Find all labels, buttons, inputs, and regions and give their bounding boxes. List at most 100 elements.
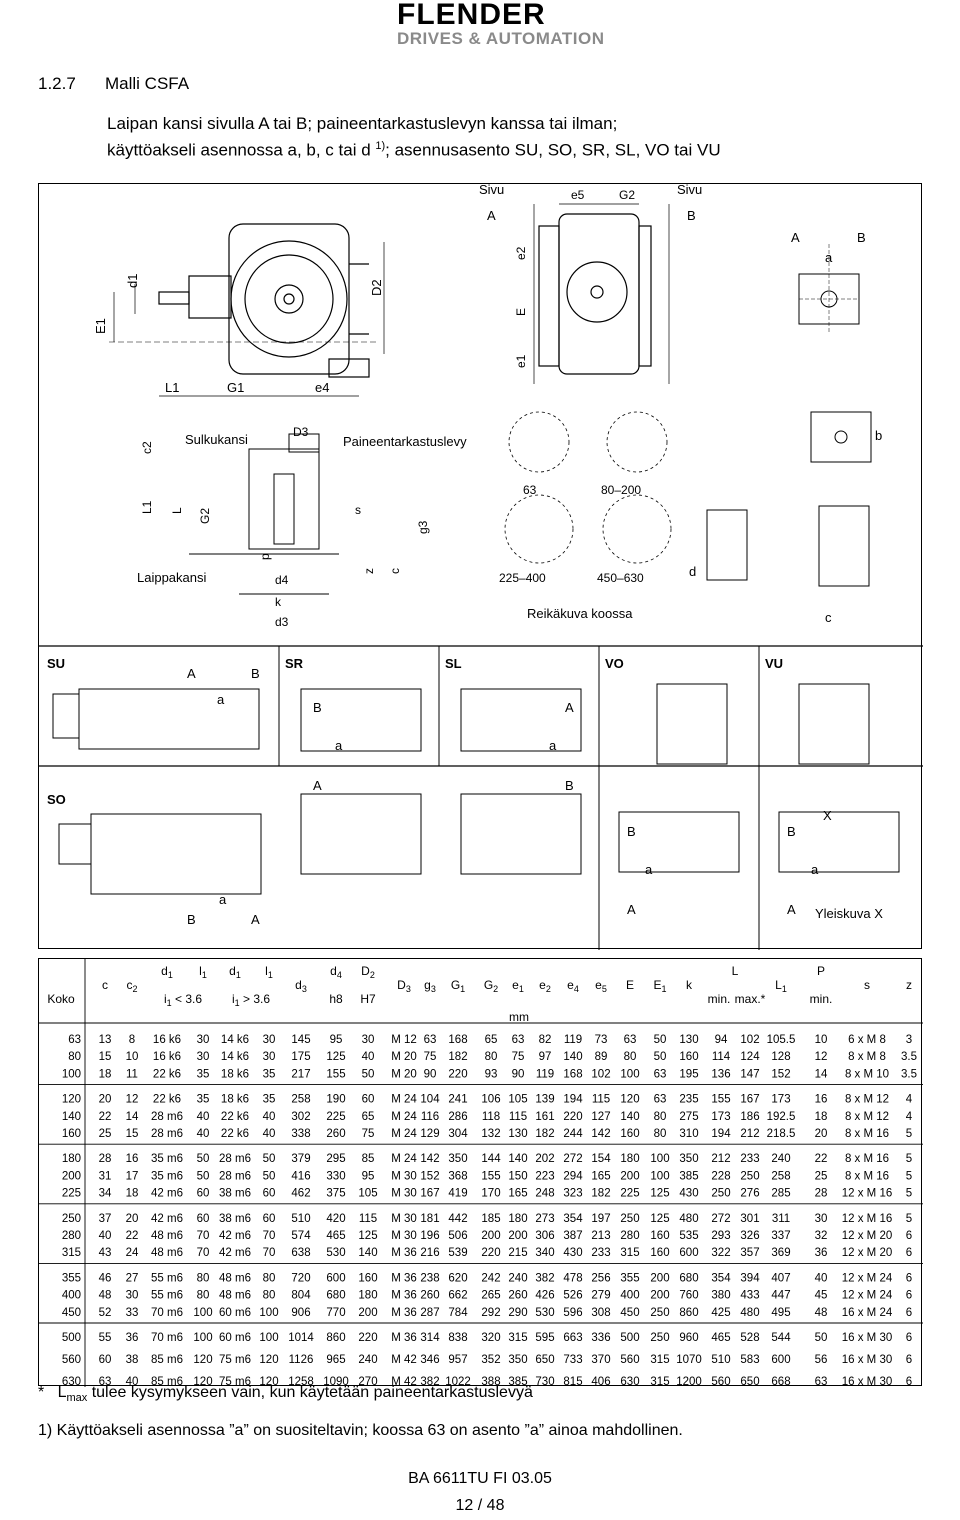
cell-3-2-26: 6 xyxy=(906,1247,912,1259)
cell-1-2-16: 244 xyxy=(563,1128,583,1140)
cell-2-0-9: 85 xyxy=(362,1153,375,1165)
cell-5-1-2: 38 xyxy=(126,1354,139,1366)
cell-4-1-13: 265 xyxy=(481,1290,500,1302)
cell-0-1-4: 30 xyxy=(197,1051,210,1063)
cell-4-0-9: 160 xyxy=(358,1272,377,1284)
cell-1-0-17: 115 xyxy=(592,1094,610,1106)
cell-0-1-0: 80 xyxy=(68,1051,81,1063)
cell-5-1-10: M 42 xyxy=(391,1354,417,1366)
vo-B: B xyxy=(627,824,636,839)
cell-1-2-1: 25 xyxy=(99,1128,112,1140)
cell-1-1-20: 275 xyxy=(679,1111,698,1123)
cell-3-1-21: 293 xyxy=(711,1230,730,1242)
cell-3-2-4: 70 xyxy=(197,1247,210,1259)
cell-0-1-12: 182 xyxy=(448,1051,467,1063)
cell-3-0-1: 37 xyxy=(99,1213,112,1225)
cell-2-0-1: 28 xyxy=(99,1153,112,1165)
side-a-letter: A xyxy=(487,208,496,223)
cell-0-0-23: 105.5 xyxy=(767,1034,796,1046)
cell-0-2-10: M 20 xyxy=(391,1068,417,1080)
cell-2-1-26: 5 xyxy=(906,1170,912,1182)
header-H7: H7 xyxy=(360,992,376,1006)
shaft-c: c xyxy=(825,610,832,625)
cell-2-0-26: 5 xyxy=(906,1153,912,1165)
cell-4-2-24: 48 xyxy=(815,1307,828,1319)
header-koko: Koko xyxy=(47,992,75,1006)
header-cell-21: L1 xyxy=(775,978,787,994)
cell-3-0-16: 354 xyxy=(563,1213,583,1225)
cell-4-2-12: 784 xyxy=(448,1307,468,1319)
dim-e5: e5 xyxy=(571,188,585,202)
cell-1-1-4: 40 xyxy=(197,1111,210,1123)
cell-0-1-19: 50 xyxy=(654,1051,667,1063)
cell-4-0-0: 355 xyxy=(62,1272,81,1284)
cell-5-1-25: 16 x M 30 xyxy=(842,1354,893,1366)
so-B-top: B xyxy=(565,778,574,793)
label-paineentarkastuslevy: Paineentarkastuslevy xyxy=(343,434,467,449)
intro-footnote-ref: 1) xyxy=(375,140,386,152)
cell-2-1-21: 228 xyxy=(711,1170,730,1182)
cell-2-0-23: 240 xyxy=(771,1153,790,1165)
cell-3-2-1: 43 xyxy=(99,1247,112,1259)
shaft-d: d xyxy=(689,564,696,579)
cell-1-1-22: 186 xyxy=(740,1111,759,1123)
dim-D2: D2 xyxy=(369,279,384,296)
cell-3-0-26: 5 xyxy=(906,1213,912,1225)
cell-4-1-22: 433 xyxy=(740,1290,759,1302)
cell-1-1-18: 140 xyxy=(620,1111,639,1123)
dim-e4: e4 xyxy=(315,380,329,395)
cell-3-2-0: 315 xyxy=(62,1247,81,1259)
cell-4-1-2: 30 xyxy=(126,1290,139,1302)
hole-80-200: 80–200 xyxy=(601,483,641,497)
cell-5-0-23: 544 xyxy=(771,1332,791,1344)
cell-4-1-25: 12 x M 24 xyxy=(842,1290,893,1302)
cell-0-0-22: 102 xyxy=(740,1034,759,1046)
cell-4-1-11: 260 xyxy=(420,1290,439,1302)
cell-5-2-6: 120 xyxy=(259,1376,278,1387)
cell-2-1-1: 31 xyxy=(99,1170,112,1182)
cell-1-1-3: 28 m6 xyxy=(151,1111,183,1123)
cell-5-2-10: M 42 xyxy=(391,1376,417,1387)
cell-4-2-13: 292 xyxy=(481,1307,500,1319)
cell-5-1-5: 75 m6 xyxy=(219,1354,251,1366)
cell-0-0-12: 168 xyxy=(448,1034,467,1046)
cell-0-2-2: 11 xyxy=(126,1068,138,1080)
cell-5-2-14: 385 xyxy=(508,1376,527,1387)
cell-2-0-5: 28 m6 xyxy=(219,1153,251,1165)
cell-1-2-14: 130 xyxy=(508,1128,527,1140)
cell-1-2-6: 40 xyxy=(263,1128,276,1140)
header-cell-5: l1 xyxy=(265,964,273,980)
cell-5-1-17: 370 xyxy=(591,1354,610,1366)
cell-5-0-18: 500 xyxy=(620,1332,639,1344)
cell-2-0-7: 379 xyxy=(291,1153,310,1165)
cell-1-1-10: M 24 xyxy=(391,1111,417,1123)
cell-4-2-16: 596 xyxy=(563,1307,582,1319)
section-view xyxy=(189,433,339,595)
dim-G2b: G2 xyxy=(198,508,212,524)
cell-4-0-21: 354 xyxy=(711,1272,731,1284)
cell-2-1-10: M 30 xyxy=(391,1170,417,1182)
cell-2-1-2: 17 xyxy=(126,1170,139,1182)
cell-2-2-13: 170 xyxy=(481,1188,500,1200)
cell-4-2-14: 290 xyxy=(508,1307,527,1319)
cell-1-2-9: 75 xyxy=(362,1128,375,1140)
cell-3-0-15: 273 xyxy=(535,1213,554,1225)
cell-5-0-11: 314 xyxy=(420,1332,440,1344)
cell-3-2-23: 369 xyxy=(771,1247,790,1259)
cell-0-2-18: 100 xyxy=(620,1068,639,1080)
cell-2-2-12: 419 xyxy=(448,1188,467,1200)
cell-0-2-7: 217 xyxy=(291,1068,310,1080)
cell-5-1-9: 240 xyxy=(358,1354,377,1366)
cell-3-1-10: M 30 xyxy=(391,1230,417,1242)
header-L-max: max.* xyxy=(735,992,766,1006)
cell-0-0-14: 63 xyxy=(512,1034,525,1046)
cell-2-1-24: 25 xyxy=(815,1170,828,1182)
dim-z: z xyxy=(362,568,376,574)
mounting-positions xyxy=(52,683,900,895)
cell-3-2-24: 36 xyxy=(815,1247,828,1259)
cell-3-1-2: 22 xyxy=(126,1230,139,1242)
header-i1-gt: i1 > 3.6 xyxy=(232,992,270,1008)
cell-5-0-14: 315 xyxy=(508,1332,527,1344)
shaft-b: b xyxy=(875,428,882,443)
